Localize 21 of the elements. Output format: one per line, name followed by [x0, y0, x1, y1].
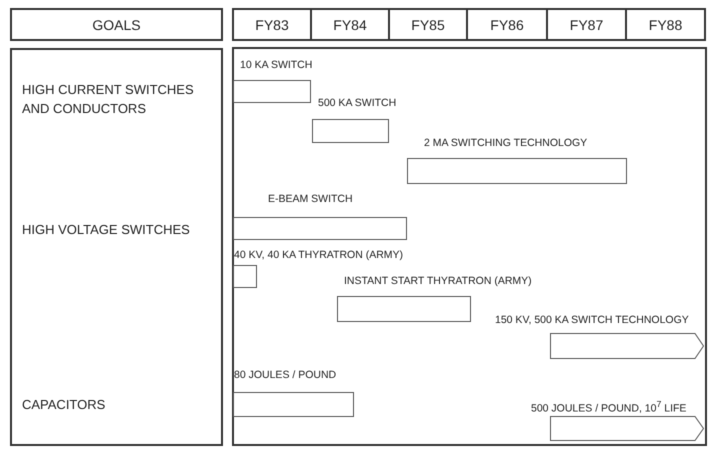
goal-label: HIGH CURRENT SWITCHES AND CONDUCTORS [22, 81, 195, 118]
milestone-label: 80 JOULES / POUND [234, 369, 336, 382]
year-header: FY87 [546, 8, 627, 41]
column-header: GOALS [10, 8, 223, 41]
year-header: FY84 [310, 8, 390, 41]
milestone-label: 150 KV, 500 KA SWITCH TECHNOLOGY [495, 314, 689, 327]
schedule-panel [232, 47, 707, 446]
milestone-label: 500 JOULES / POUND, 10$^{7}$ LIFE [531, 398, 686, 416]
milestone-label: 40 KV, 40 KA THYRATRON (ARMY) [234, 249, 404, 262]
milestone-label: INSTANT START THYRATRON (ARMY) [344, 275, 532, 288]
year-header: FY88 [625, 8, 706, 41]
milestone-label: 500 KA SWITCH [318, 97, 396, 110]
year-header: FY85 [388, 8, 468, 41]
goal-label: HIGH VOLTAGE SWITCHES [22, 221, 191, 239]
year-header: FY83 [232, 8, 312, 41]
year-header: FY86 [466, 8, 548, 41]
milestone-label: 2 MA SWITCHING TECHNOLOGY [424, 137, 588, 150]
milestone-label: E-BEAM SWITCH [268, 193, 353, 206]
goals-panel [10, 48, 223, 446]
milestone-label: 10 KA SWITCH [240, 59, 312, 72]
goal-label: CAPACITORS [22, 396, 106, 414]
